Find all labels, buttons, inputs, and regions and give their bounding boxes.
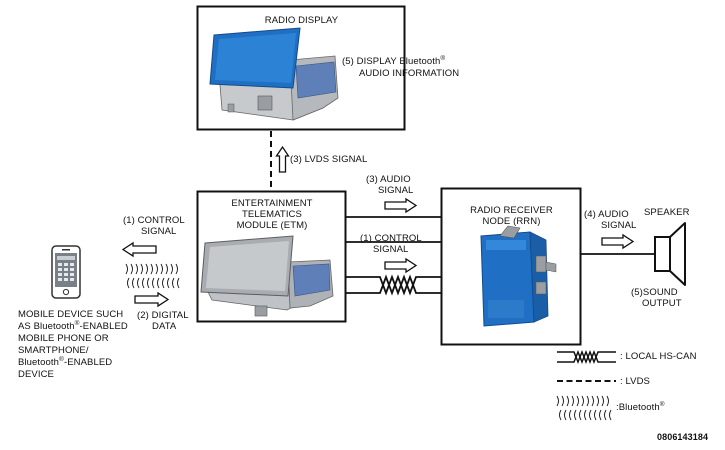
mobile-description-line1: MOBILE DEVICE SUCH bbox=[18, 309, 124, 320]
mobile-description-line3: MOBILE PHONE OR bbox=[18, 333, 109, 344]
mobile-description-line2: AS Bluetooth®-ENABLED bbox=[18, 319, 128, 332]
etm-box bbox=[196, 190, 347, 323]
legend-bluetooth-symbol bbox=[556, 395, 612, 421]
mobile-phone-icon bbox=[51, 245, 81, 299]
bluetooth-wave-icon bbox=[125, 263, 180, 289]
digital-data-label-line1: (2) DIGITAL bbox=[137, 310, 189, 321]
radio-display-title: RADIO DISPLAY bbox=[264, 15, 339, 26]
etm-title-line1: ENTERTAINMENT bbox=[231, 198, 313, 209]
etm-module-image bbox=[200, 235, 334, 317]
mobile-description-line4: SMARTPHONE/ bbox=[18, 345, 89, 356]
mobile-control-label-line2: SIGNAL bbox=[141, 226, 177, 237]
legend-can-label: : LOCAL HS-CAN bbox=[620, 351, 697, 362]
display-info-label-line2: AUDIO INFORMATION bbox=[359, 68, 460, 79]
digital-data-label-line2: DATA bbox=[152, 321, 177, 332]
rrn-module-image bbox=[480, 225, 557, 327]
lvds-arrow bbox=[275, 145, 290, 173]
rrn-box bbox=[440, 187, 582, 346]
mobile-description-line5: Bluetooth®-ENABLED bbox=[18, 355, 113, 368]
speaker-title: SPEAKER bbox=[644, 207, 690, 218]
radio-display-module-image bbox=[209, 27, 339, 121]
sound-output-label-line1: (5)SOUND bbox=[631, 287, 678, 298]
display-info-label: (5) DISPLAY Bluetooth® bbox=[342, 54, 446, 67]
audio-signal-label-line1: (3) AUDIO bbox=[366, 174, 411, 185]
control-signal-label-line2: SIGNAL bbox=[373, 244, 409, 255]
mobile-description-line6: DEVICE bbox=[18, 369, 54, 380]
rrn-title-line1: RADIO RECEIVER bbox=[470, 205, 553, 216]
figure-id: 0806143184 bbox=[657, 432, 709, 442]
audio-arrow-etm bbox=[384, 197, 418, 214]
speaker-icon bbox=[654, 222, 686, 286]
audio-arrow-rrn bbox=[601, 233, 635, 250]
rrn-audio-label-line1: (4) AUDIO bbox=[584, 209, 629, 220]
digital-data-arrow bbox=[134, 291, 170, 308]
legend-lvds-label: : LVDS bbox=[620, 376, 650, 387]
legend-can-symbol bbox=[557, 349, 616, 365]
legend-bluetooth-label: :Bluetooth® bbox=[616, 400, 665, 413]
audio-signal-label-line2: SIGNAL bbox=[378, 185, 414, 196]
control-signal-label-line1: (1) CONTROL bbox=[360, 233, 422, 244]
sound-output-label-line2: OUTPUT bbox=[642, 298, 682, 309]
rrn-audio-label-line2: SIGNAL bbox=[601, 220, 637, 231]
rrn-title-line2: NODE (RRN) bbox=[482, 216, 541, 227]
mobile-control-label-line1: (1) CONTROL bbox=[123, 215, 185, 226]
hs-can-twisted-pair bbox=[345, 274, 441, 296]
control-arrow-mobile bbox=[121, 241, 157, 258]
control-arrow-etm bbox=[384, 257, 418, 274]
lvds-signal-label: (3) LVDS SIGNAL bbox=[290, 154, 368, 165]
radio-display-box bbox=[196, 5, 406, 131]
etm-title-line2: TELEMATICS bbox=[242, 209, 302, 220]
etm-title-line3: MODULE (ETM) bbox=[236, 220, 308, 231]
